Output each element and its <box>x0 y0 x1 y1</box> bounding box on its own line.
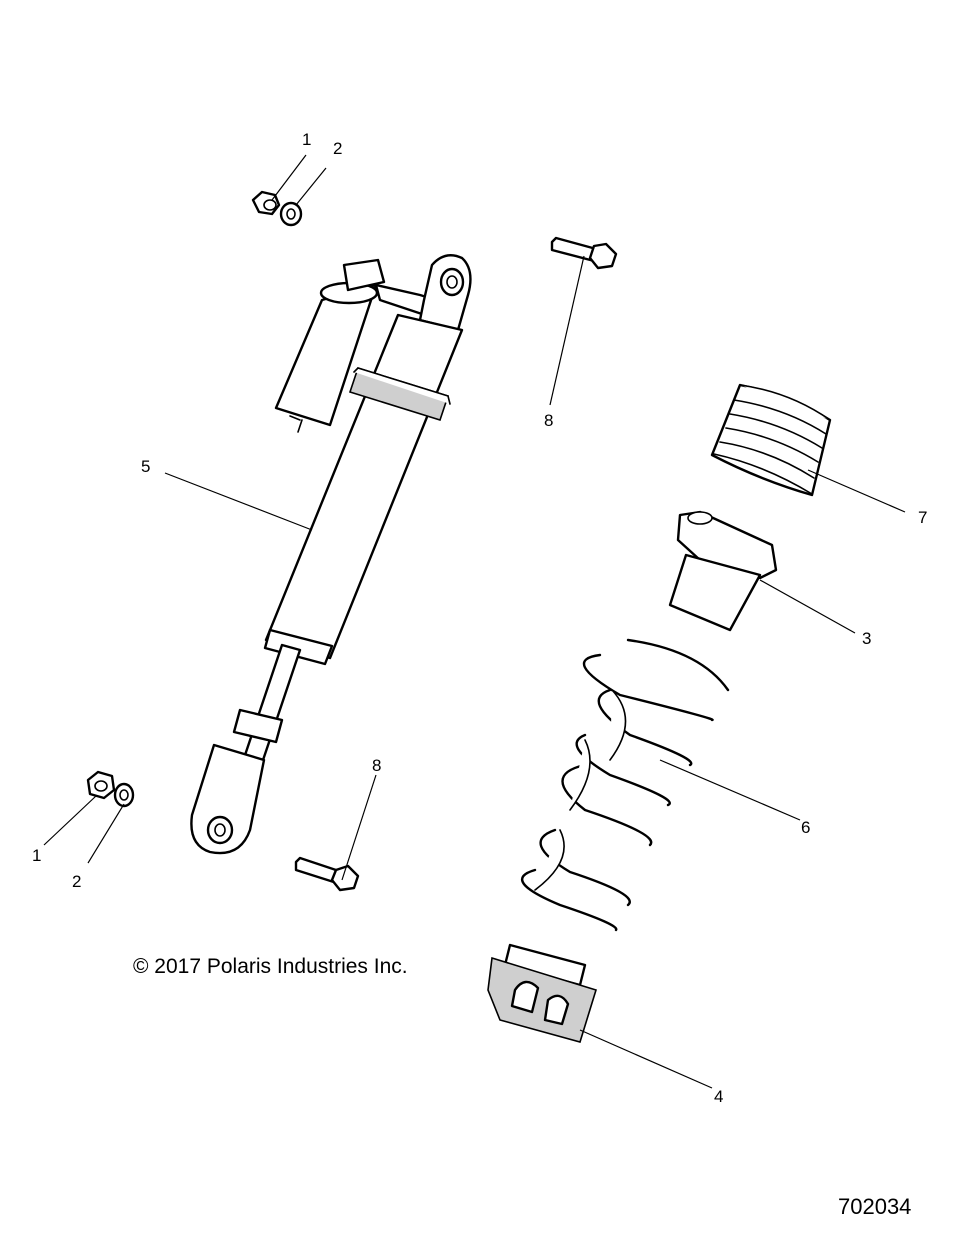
callout-8-bottom: 8 <box>372 756 381 775</box>
callout-4: 4 <box>714 1087 723 1106</box>
copyright-notice: © 2017 Polaris Industries Inc. <box>133 955 408 978</box>
figure-number: 702034 <box>838 1194 911 1219</box>
callout-2-top: 2 <box>333 139 342 158</box>
callout-3: 3 <box>862 629 871 648</box>
spring-retainer <box>668 510 778 632</box>
leader-lines <box>43 154 906 1089</box>
bolt-top <box>550 236 618 270</box>
washer-bottom <box>113 782 135 808</box>
callout-6: 6 <box>801 818 810 837</box>
nut-top <box>251 190 281 216</box>
washer-top <box>279 201 303 227</box>
callout-5: 5 <box>141 457 150 476</box>
spring-seat <box>487 943 597 1043</box>
callout-2-bottom: 2 <box>72 872 81 891</box>
callout-1-top: 1 <box>302 130 311 149</box>
bolt-bottom <box>294 856 360 892</box>
callout-8-top: 8 <box>544 411 553 430</box>
spring-boot <box>710 383 832 497</box>
callout-7: 7 <box>918 508 927 527</box>
shock-absorber <box>190 254 472 855</box>
coil-spring <box>521 638 730 932</box>
callout-1-bottom: 1 <box>32 846 41 865</box>
nut-bottom <box>86 770 116 800</box>
callout-labels: 1 2 8 5 7 3 6 8 1 2 4 <box>32 130 927 1106</box>
